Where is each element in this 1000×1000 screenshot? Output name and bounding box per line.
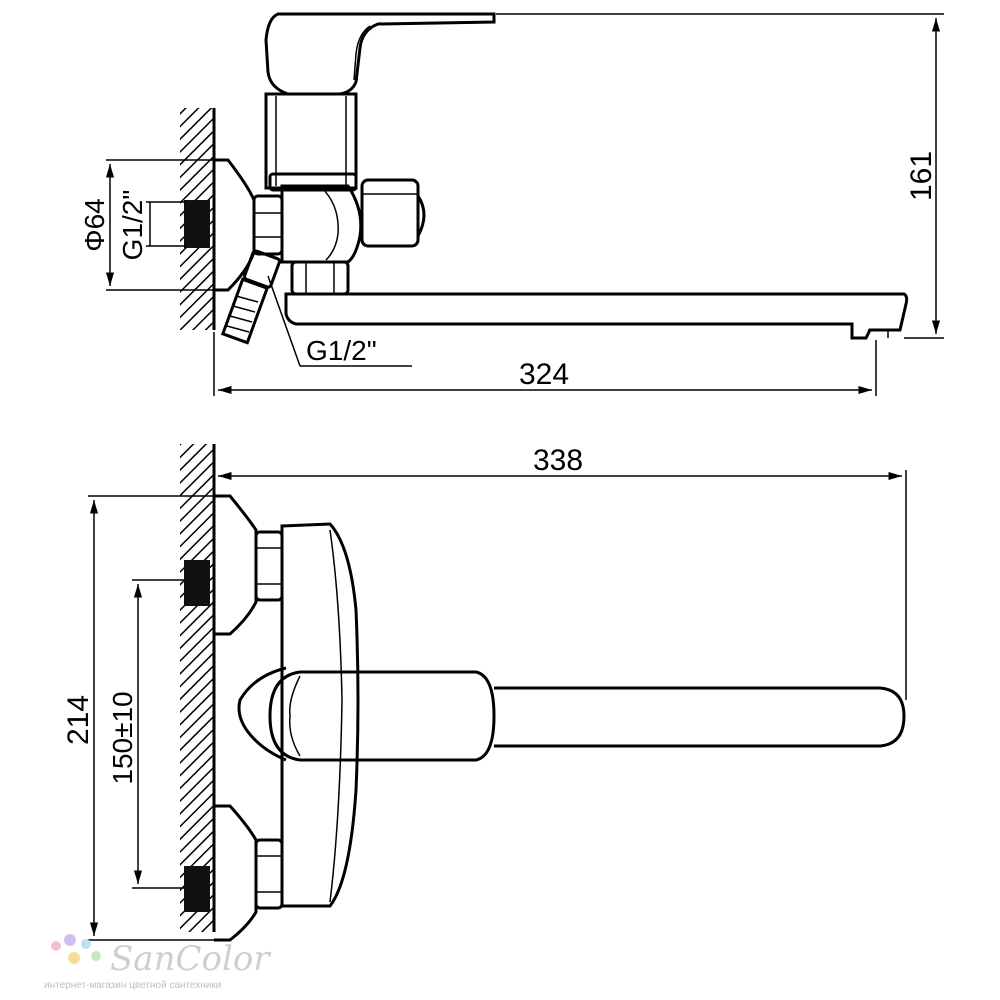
dim-length-top: 338	[533, 444, 583, 477]
diverter-knob	[360, 178, 420, 248]
dim-height-top: 214	[62, 695, 95, 745]
side-view: 161 324 Φ64 G1/2" G1/2"	[79, 12, 944, 396]
watermark-tagline: интернет-магазин цветной сантехники	[44, 980, 221, 991]
handle-lever-top	[268, 670, 496, 762]
eccentric-upper	[214, 494, 258, 636]
top-view: 338 214 150±10	[62, 444, 907, 942]
mixer-body-top	[280, 522, 360, 908]
dim-inlet-thread: G1/2"	[117, 190, 148, 261]
spout-top	[494, 686, 906, 748]
watermark-brand: SanColor	[110, 939, 271, 979]
dim-diameter: Φ64	[79, 198, 110, 251]
dim-outlet-thread: G1/2"	[306, 335, 377, 366]
mixer-body	[280, 184, 363, 264]
watermark: SanColor интернет-магазин цветной сантех…	[44, 934, 271, 991]
handle-lever	[264, 12, 496, 96]
dim-height-side: 161	[905, 151, 938, 201]
handle-base-top	[237, 666, 287, 762]
spout-nut	[290, 260, 350, 296]
nut-connector	[252, 194, 284, 256]
spout	[284, 292, 909, 340]
wall-hatch-top	[180, 444, 214, 932]
dim-length-side: 324	[519, 358, 569, 391]
shower-outlet	[220, 249, 281, 345]
dim-spacing: 150±10	[107, 691, 138, 784]
wall-pipe-side	[184, 200, 210, 248]
eccentric-lower	[214, 804, 258, 942]
watermark-dots-icon	[51, 934, 101, 964]
wall-pipe-top-lower	[184, 866, 210, 912]
wall-pipe-top-upper	[184, 560, 210, 606]
